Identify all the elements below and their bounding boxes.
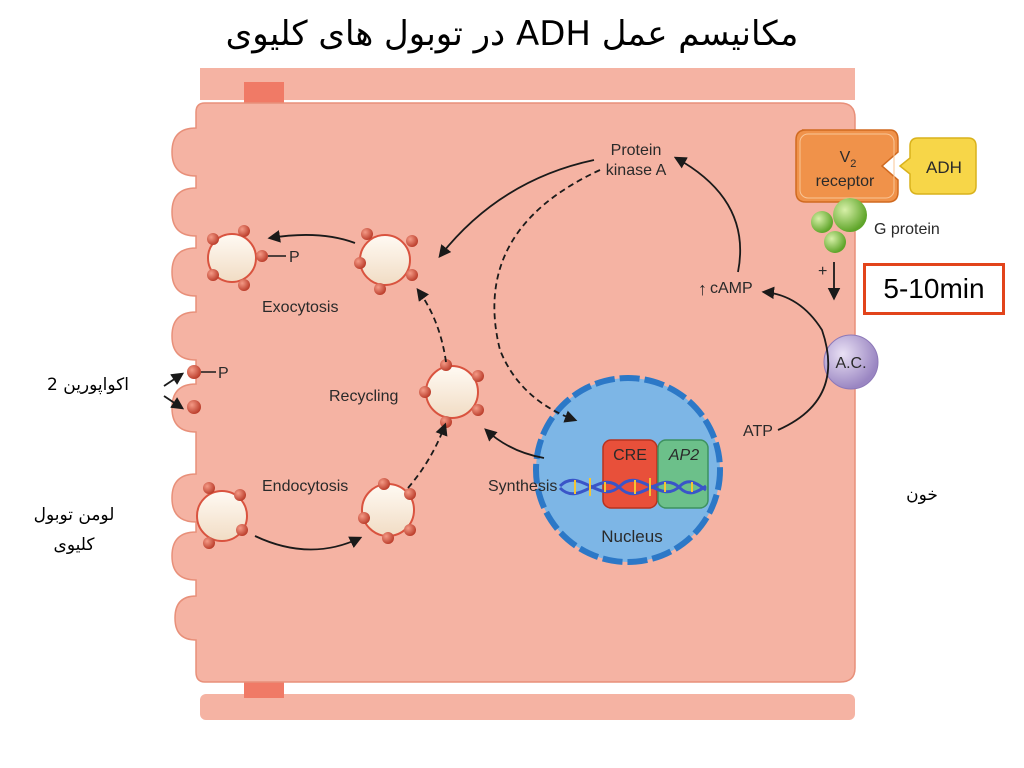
lumen-label: لومن توبول کلیوی <box>14 500 134 560</box>
adh-label: ADH <box>926 158 962 177</box>
v2-receptor <box>795 129 899 203</box>
arrow-recycling-up <box>416 287 447 363</box>
camp-label: cAMP <box>710 280 753 297</box>
ap2-label: AP2 <box>668 447 699 464</box>
cre-label: CRE <box>613 447 647 464</box>
v2-receptor-label: V2 <box>840 149 857 170</box>
arrow-camp-to-pka <box>673 156 742 273</box>
lumen-label-line2: کلیوی <box>53 535 95 555</box>
tight-junction-top <box>244 82 284 104</box>
arrow-aquaporin-down <box>163 395 185 410</box>
protein-kinase-a-line1: Protein <box>611 142 662 159</box>
endocytosis-label: Endocytosis <box>262 478 348 495</box>
arrow-aquaporin-up <box>163 372 185 387</box>
phosphate-label-1: P <box>289 249 300 266</box>
vesicle-endocytosis <box>358 478 416 544</box>
arrow-pka-to-nucleus <box>493 169 601 423</box>
aquaporin-label: اکواپورین 2 <box>47 375 129 395</box>
slide-title: مکانیسم عمل ADH در توبول های کلیوی <box>225 14 799 54</box>
nucleus: CRE AP2 Nucleus <box>533 375 723 565</box>
v2-receptor-sub: 2 <box>850 158 856 170</box>
v2-receptor-v: V <box>840 149 851 166</box>
ac-label: A.C. <box>835 355 866 372</box>
dna-helix <box>558 478 707 496</box>
vesicle-exocytosis-membrane <box>207 225 268 291</box>
phosphate-label-2: P <box>218 365 229 382</box>
arrow-vesicle-to-membrane <box>267 230 356 244</box>
arrows <box>163 156 830 551</box>
neighbor-cell-top <box>200 68 855 100</box>
time-box: 5-10min <box>863 263 1005 315</box>
adenylate-cyclase <box>823 334 879 390</box>
exocytosis-label: Exocytosis <box>262 299 338 316</box>
vesicle-exocytosis <box>354 228 418 295</box>
g-protein-label: G protein <box>874 221 940 238</box>
arrow-synthesis-to-vesicle <box>484 428 545 459</box>
nucleus-label: Nucleus <box>601 527 662 546</box>
lumen-label-line1: لومن توبول <box>33 505 115 525</box>
plus-sign: + <box>818 263 827 280</box>
blood-label: خون <box>906 485 938 505</box>
atp-label: ATP <box>743 423 773 440</box>
arrow-pka-to-exocytosis-vesicle <box>438 159 595 258</box>
neighbor-cell-bottom <box>200 694 855 720</box>
protein-kinase-a-line2: kinase A <box>606 162 667 179</box>
vesicle-endocytosis-membrane <box>196 482 248 549</box>
recycling-label: Recycling <box>329 388 398 405</box>
adh-hormone <box>898 137 977 195</box>
v2-receptor-word: receptor <box>816 173 875 190</box>
synthesis-label: Synthesis <box>488 478 557 495</box>
aquaporin-membrane-beads <box>187 365 201 414</box>
arrow-atp-to-camp <box>761 286 830 431</box>
phosphate-tags <box>201 255 286 373</box>
vesicle-recycling <box>419 359 484 428</box>
tubule-cell <box>171 102 856 683</box>
g-protein <box>811 198 867 253</box>
camp-up-arrow: ↑ <box>698 279 707 299</box>
arrow-endocytosis-inward <box>254 535 363 551</box>
